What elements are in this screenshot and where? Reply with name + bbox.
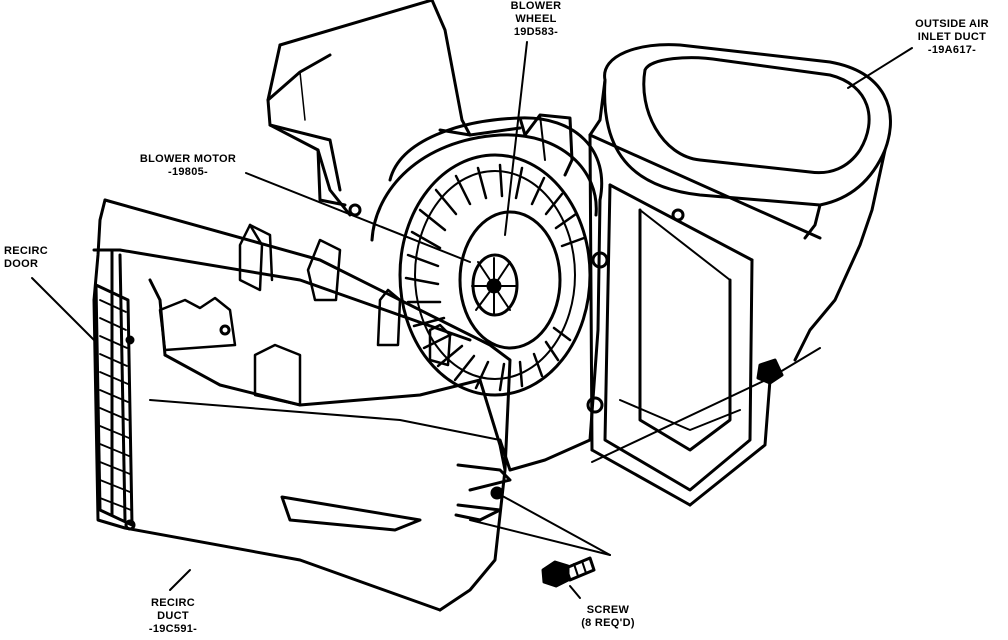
label-blower-motor: BLOWER MOTOR -19805- (128, 153, 248, 179)
label-outside-air-part: -19A617- (927, 44, 977, 56)
label-blower-motor-part: -19805- (167, 166, 208, 178)
label-recirc-duct-line2: DUCT (157, 610, 189, 622)
leader-screw (570, 586, 580, 598)
label-recirc-door-line2: DOOR (4, 258, 39, 270)
screw (543, 558, 594, 586)
leader-lines (32, 42, 912, 598)
label-outside-air-inlet-duct: OUTSIDE AIR INLET DUCT -19A617- (902, 18, 1002, 57)
outside-air-inlet-duct (588, 45, 890, 505)
blower-scroll-housing (372, 115, 602, 470)
label-recirc-duct-part: -19C591- (148, 623, 198, 635)
label-recirc-duct: RECIRC DUCT -19C591- (138, 597, 208, 636)
leader-recirc-door (32, 278, 94, 340)
label-blower-wheel-line1: BLOWER (510, 0, 562, 12)
leader-outside-air-inlet-duct (848, 48, 912, 88)
label-recirc-duct-line1: RECIRC (151, 597, 195, 609)
label-blower-wheel: BLOWER WHEEL 19D583- (496, 0, 576, 39)
blower-wheel (400, 155, 590, 395)
label-outside-air-line1: OUTSIDE AIR (915, 18, 989, 30)
label-blower-wheel-part: 19D583- (513, 26, 559, 38)
leader-recirc-duct (170, 570, 190, 590)
label-screw-line1: SCREW (586, 604, 630, 616)
leader-screw-to-front (470, 520, 610, 555)
label-blower-wheel-line2: WHEEL (515, 13, 557, 25)
leader-blower-motor (246, 173, 470, 262)
label-screw-qty: (8 REQ'D) (581, 617, 635, 629)
label-blower-motor-line1: BLOWER MOTOR (139, 153, 237, 165)
leader-blower-wheel (505, 42, 527, 235)
label-outside-air-line2: INLET DUCT (917, 31, 987, 43)
label-recirc-door-line1: RECIRC (4, 245, 48, 257)
leader-screw-to-inlet (592, 348, 820, 462)
label-screw: SCREW (8 REQ'D) (568, 604, 648, 630)
recirc-door (96, 285, 134, 529)
leader-screw-to-duct (497, 493, 610, 555)
label-recirc-door: RECIRC DOOR (4, 245, 64, 271)
recirc-duct (94, 200, 510, 610)
